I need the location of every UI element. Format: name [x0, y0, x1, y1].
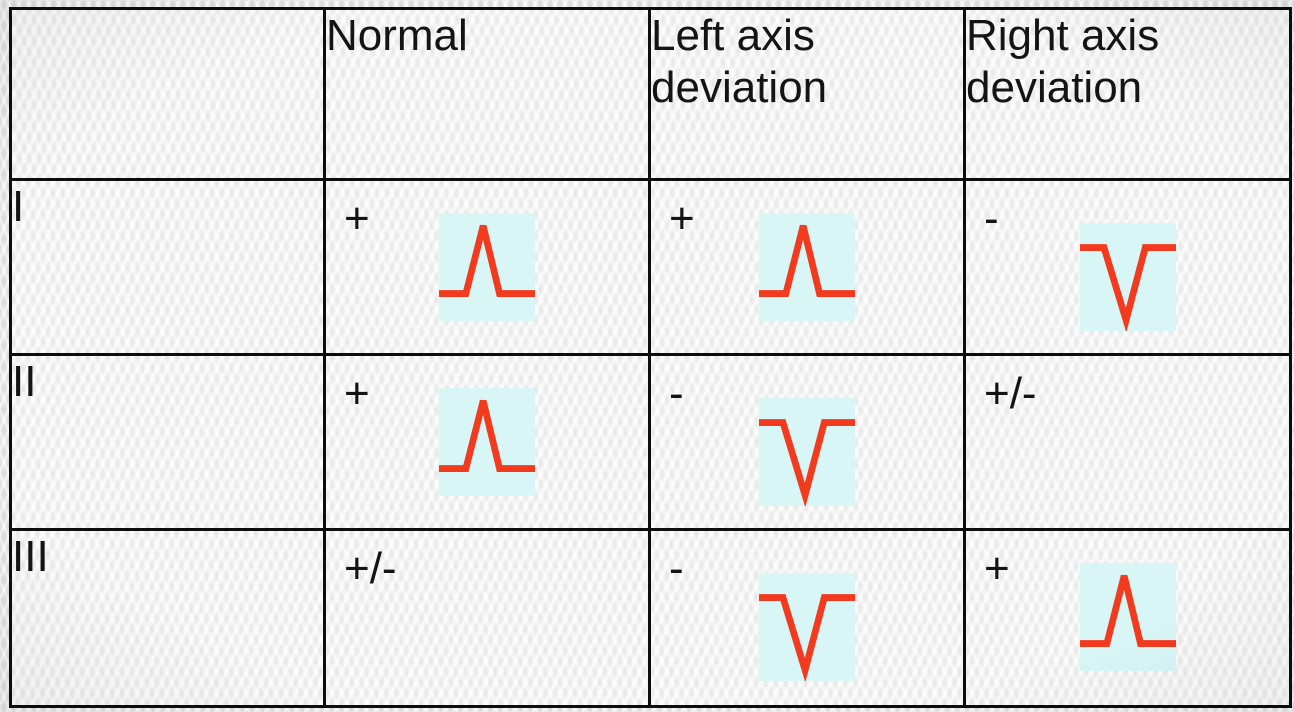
cell-lead1-right: -	[963, 178, 1292, 356]
lead-label: I	[9, 178, 326, 356]
lead-row-3: III +/- - +	[9, 528, 1292, 708]
polarity-sign: +/-	[344, 544, 397, 593]
cell-lead1-normal: +	[323, 178, 651, 356]
qrs-upward-deflection-icon	[1079, 563, 1176, 671]
polarity-sign: +	[344, 194, 370, 243]
polarity-sign: +/-	[984, 369, 1037, 418]
cell-lead3-normal: +/-	[323, 528, 651, 708]
polarity-sign: -	[669, 544, 684, 593]
axis-deviation-table: Normal Left axis deviation Right axis de…	[9, 7, 1292, 708]
polarity-sign: -	[984, 194, 999, 243]
qrs-downward-deflection-icon	[1079, 223, 1176, 331]
cell-lead2-left: -	[648, 353, 966, 531]
header-cell-blank	[9, 7, 326, 181]
cell-lead2-right: +/-	[963, 353, 1292, 531]
header-cell-left-axis-deviation: Left axis deviation	[648, 7, 966, 181]
qrs-downward-deflection-icon	[759, 573, 855, 681]
qrs-upward-deflection-icon	[439, 388, 535, 496]
qrs-downward-deflection-icon	[759, 398, 855, 506]
header-row: Normal Left axis deviation Right axis de…	[9, 7, 1292, 181]
lead-label: II	[9, 353, 326, 531]
cell-lead3-left: -	[648, 528, 966, 708]
qrs-upward-deflection-icon	[759, 213, 855, 321]
polarity-sign: +	[984, 544, 1010, 593]
lead-row-1: I + + -	[9, 178, 1292, 356]
lead-label: III	[9, 528, 326, 708]
polarity-sign: -	[669, 369, 684, 418]
qrs-upward-deflection-icon	[439, 213, 535, 321]
polarity-sign: +	[669, 194, 695, 243]
cell-lead2-normal: +	[323, 353, 651, 531]
polarity-sign: +	[344, 369, 370, 418]
header-cell-normal: Normal	[323, 7, 651, 181]
cell-lead3-right: +	[963, 528, 1292, 708]
cell-lead1-left: +	[648, 178, 966, 356]
lead-row-2: II + - +/-	[9, 353, 1292, 531]
header-cell-right-axis-deviation: Right axis deviation	[963, 7, 1292, 181]
